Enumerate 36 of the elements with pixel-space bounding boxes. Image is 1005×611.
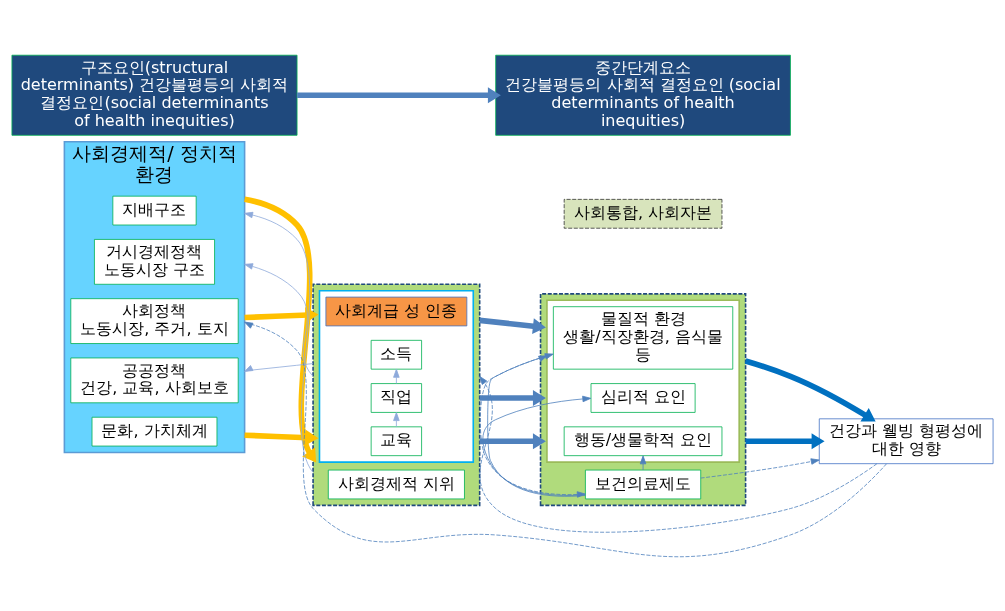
arrow [479, 317, 546, 334]
cluster [312, 282, 481, 506]
node-box: 구조요인(structural determinants) 건강불평등의 사회적 결정요인(social determinants of health inequities) [11, 54, 298, 136]
node-box: 사회계급 성 인종 [325, 296, 468, 326]
arrow [479, 375, 878, 533]
arrow [244, 362, 314, 372]
node-box: 직업 [370, 382, 422, 413]
arrow [244, 429, 319, 446]
node-box: 사회정책 노동시장, 주거, 토지 [70, 297, 239, 344]
arrow [479, 432, 546, 449]
node-box: 사회경제적 지위 [327, 469, 465, 499]
node-box: 심리적 요인 [590, 382, 696, 413]
node-box: 사회통합, 사회자본 [563, 198, 723, 229]
node-box: 교육 [370, 425, 422, 456]
node-box: 건강과 웰빙 형평성에 대한 영향 [818, 417, 994, 464]
arrow [479, 389, 546, 406]
node-box: 물질적 환경 생활/직장환경, 음식물 등 [552, 305, 734, 370]
arrow [393, 368, 400, 384]
node-box: 소득 [370, 339, 422, 370]
arrow [244, 262, 314, 377]
arrow [744, 357, 876, 422]
arrow [700, 457, 820, 478]
node-box: 지배구조 [112, 195, 197, 225]
arrow [745, 432, 825, 449]
node-box: 문화, 가치체계 [91, 416, 218, 446]
arrow [297, 86, 501, 103]
arrow [393, 411, 400, 427]
node-box: 공공정책 건강, 교육, 사회보호 [70, 357, 239, 403]
arrow [244, 321, 887, 557]
arrow [639, 454, 647, 470]
node-box: 거시경제정책 노동시장 구조 [94, 238, 215, 285]
node-box: 중간단계요소 건강불평등의 사회적 결정요인 (social determinants of health inequities) [495, 54, 791, 136]
node-box: 보건의료제도 [585, 469, 702, 499]
arrow [244, 306, 319, 323]
node-box: 행동/생물학적 요인 [563, 425, 723, 456]
cluster [318, 289, 475, 463]
